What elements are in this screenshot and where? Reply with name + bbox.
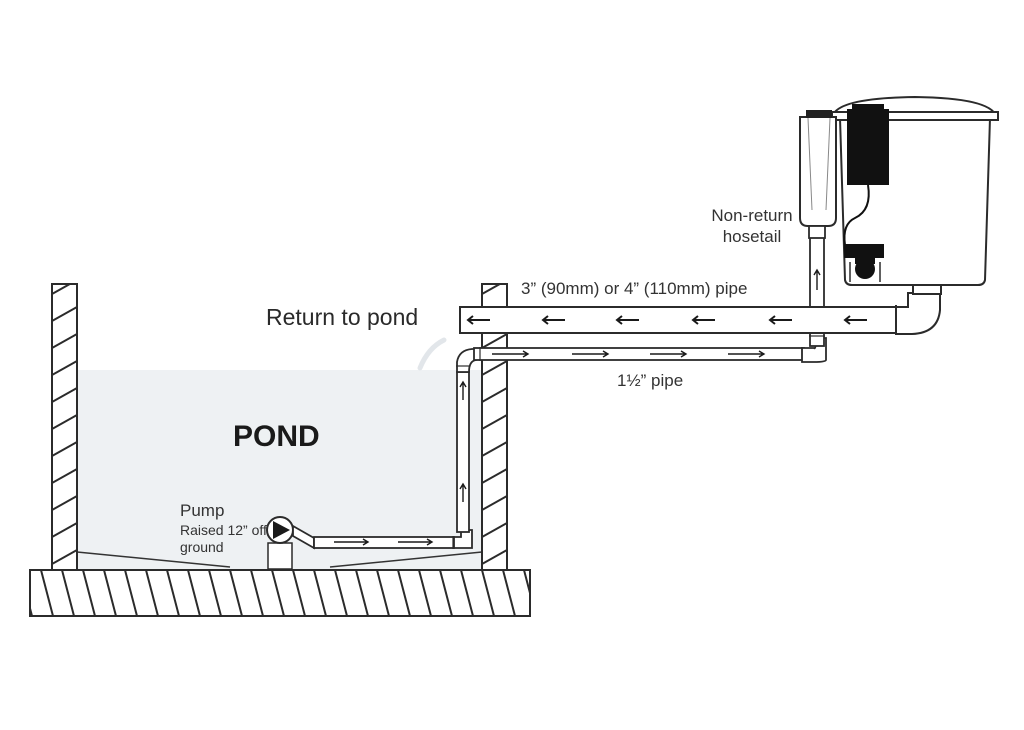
wall-hatch-line	[482, 387, 507, 403]
pump-stand	[267, 542, 293, 570]
ground-hatch-line	[397, 570, 411, 616]
ground-hatch-line	[481, 570, 495, 616]
ground-hatch-line	[103, 570, 117, 616]
arrow-icon	[459, 380, 467, 400]
arrow-icon	[843, 315, 867, 325]
ground-hatch-line	[418, 570, 432, 616]
wall-hatch-line	[52, 468, 77, 484]
arrow-icon	[650, 350, 688, 358]
arrow-icon	[541, 315, 565, 325]
pond-label: POND	[233, 420, 320, 453]
wall-hatch-line	[52, 522, 77, 538]
large-pipe-label: 3” (90mm) or 4” (110mm) pipe	[521, 279, 748, 298]
ground-hatch-line	[313, 570, 327, 616]
ground-hatch-line	[250, 570, 264, 616]
pond-water	[77, 370, 482, 570]
ground-hatch-line	[145, 570, 159, 616]
ground-hatch-line	[460, 570, 474, 616]
wall-hatch-line	[52, 306, 77, 322]
ground-hatch-line	[376, 570, 390, 616]
wall-hatch-line	[482, 468, 507, 484]
arrow-icon	[572, 350, 610, 358]
return-to-pond-label: Return to pond	[266, 304, 419, 330]
ground-hatch-line	[61, 570, 75, 616]
pond-wall-left	[51, 283, 78, 571]
arrow-icon	[334, 538, 370, 546]
ground-hatch-line	[208, 570, 222, 616]
wall-hatch-line	[482, 414, 507, 430]
wall-hatch-line	[52, 414, 77, 430]
arrow-icon	[615, 315, 639, 325]
non-return-hosetail-label: Non-return hosetail	[711, 206, 793, 247]
uv-unit	[847, 109, 889, 185]
wall-hatch-line	[482, 441, 507, 457]
ground-hatch-line	[439, 570, 453, 616]
ground-hatch-line	[40, 570, 54, 616]
wall-hatch-line	[52, 333, 77, 349]
ground-hatch-line	[124, 570, 138, 616]
ground	[29, 569, 531, 617]
arrow-icon	[459, 482, 467, 502]
ground-hatch-line	[334, 570, 348, 616]
ground-hatch-line	[523, 570, 530, 597]
wall-hatch-line	[482, 333, 507, 349]
wall-hatch-line	[52, 360, 77, 376]
wall-hatch-line	[482, 495, 507, 511]
ground-hatch-line	[229, 570, 243, 616]
ground-hatch-line	[271, 570, 285, 616]
arrow-icon	[492, 350, 530, 358]
pond-floor-line	[76, 551, 483, 568]
filter-unit	[799, 95, 999, 286]
arrow-icon	[728, 350, 766, 358]
ground-hatch-line	[187, 570, 201, 616]
arrow-icon	[813, 268, 821, 290]
wall-hatch-line	[52, 284, 72, 295]
wall-hatch-line	[52, 441, 77, 457]
arrow-icon	[768, 315, 792, 325]
arrow-icon	[398, 538, 434, 546]
wall-hatch-line	[482, 522, 507, 538]
wall-hatch-line	[482, 549, 507, 565]
pump-triangle-icon	[266, 516, 294, 544]
ground-hatch-line	[355, 570, 369, 616]
pump-label: Pump	[180, 501, 225, 520]
small-pipe-label: 1½” pipe	[617, 371, 684, 390]
wall-hatch-line	[482, 284, 502, 295]
hosetail-fitting	[808, 225, 826, 239]
large-return-pipe	[459, 254, 943, 335]
ground-hatch-line	[292, 570, 306, 616]
wall-hatch-line	[52, 387, 77, 403]
ground-hatch-line	[82, 570, 96, 616]
arrow-icon	[466, 315, 490, 325]
pump-note-label: Raised 12” off ground	[180, 522, 267, 555]
wall-hatch-line	[52, 549, 77, 565]
ground-hatch-line	[502, 570, 516, 616]
arrow-icon	[691, 315, 715, 325]
ground-hatch-line	[166, 570, 180, 616]
wall-hatch-line	[52, 495, 77, 511]
wall-hatch-line	[482, 360, 507, 376]
